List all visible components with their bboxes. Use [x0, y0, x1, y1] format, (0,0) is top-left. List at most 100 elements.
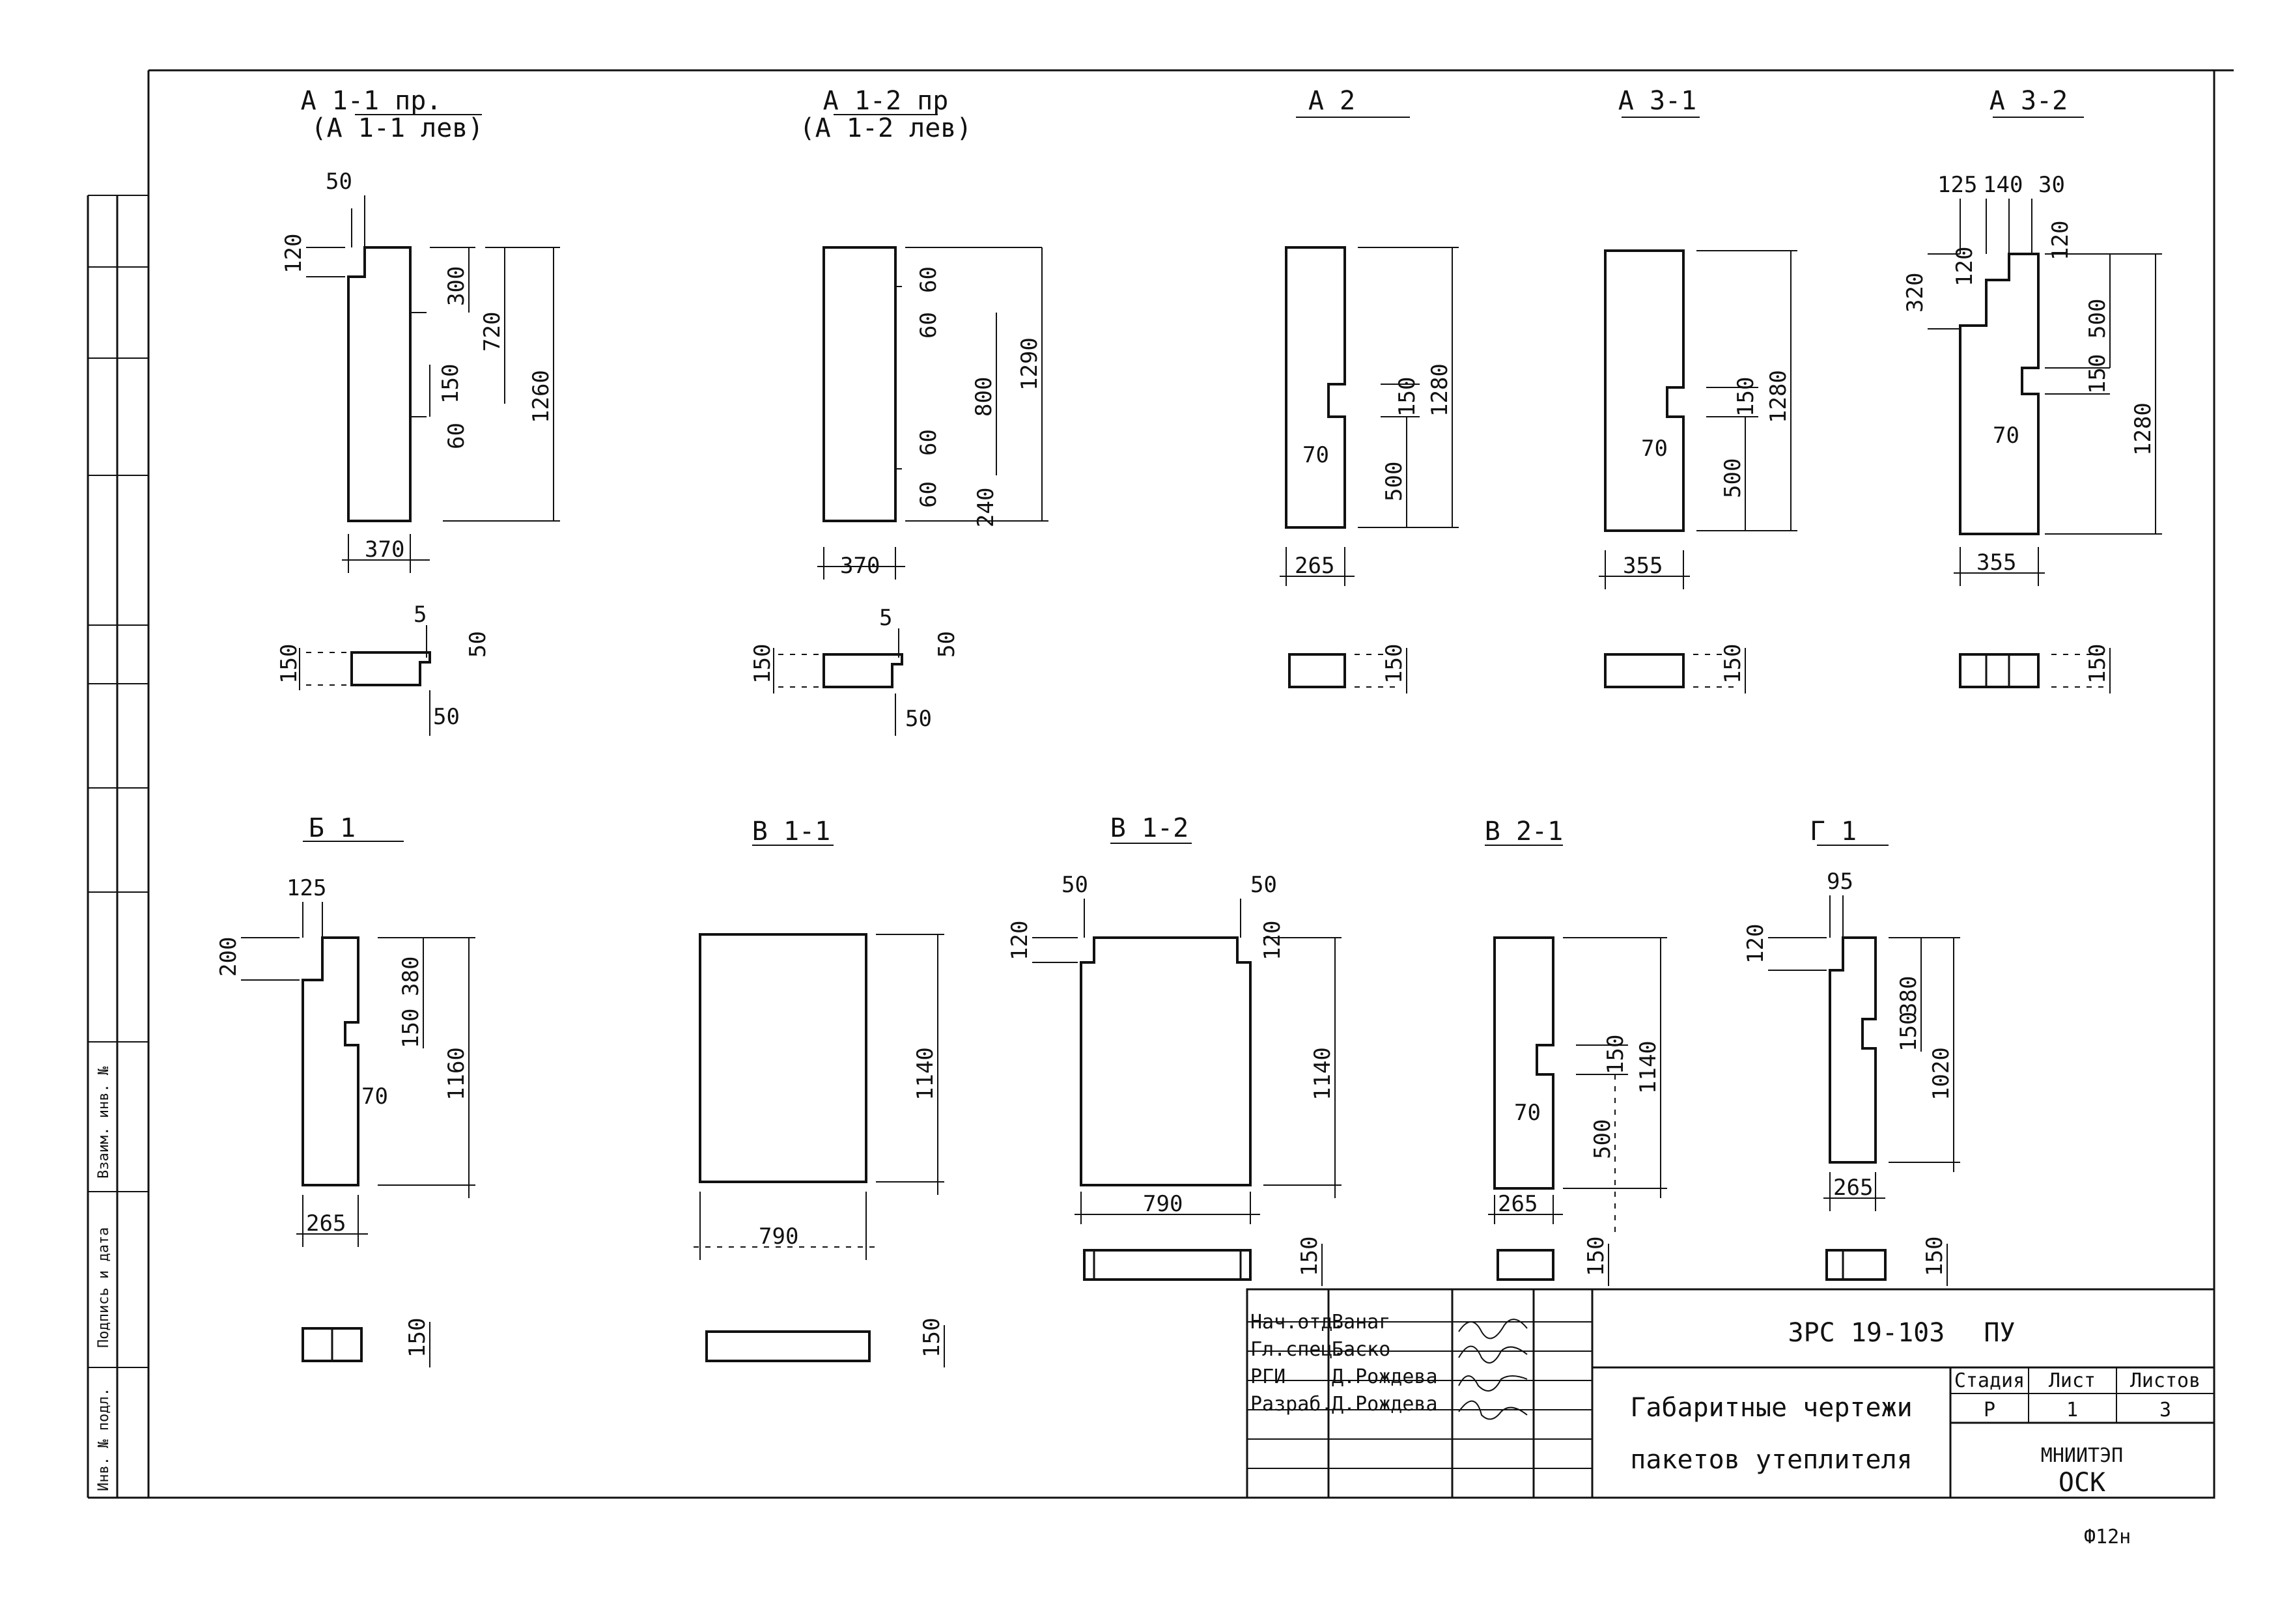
dim-a2-150: 150 [1394, 377, 1420, 417]
section-a3-1 [1604, 653, 1685, 688]
title-a3-1: А 3-1 [1618, 86, 1696, 116]
dim-a1-2-60c: 60 [916, 429, 942, 456]
tb-sheets: 3 [2159, 1399, 2171, 1421]
tb-name-3: Д.Рождева [1332, 1393, 1438, 1416]
section-g1 [1825, 1249, 1887, 1281]
dim-g1-95: 95 [1827, 869, 1853, 895]
dim-a3-2-320: 320 [1902, 273, 1928, 313]
section-a1-1 [350, 651, 431, 686]
dim-a1-1-50: 50 [326, 169, 352, 195]
drawing-a2: А 2 70 1280 150 500 265 150 [1280, 86, 1459, 693]
panel-v1-1 [699, 933, 867, 1183]
drawing-v1-2: В 1-2 50 50 120 120 1140 790 150 [1007, 813, 1342, 1286]
dim-a3-2-1280: 1280 [2130, 402, 2156, 456]
tb-stage-label: Стадия [1954, 1369, 2025, 1392]
section-a1-2 [822, 653, 903, 688]
title-b1: Б 1 [309, 813, 356, 843]
dim-a3-1-1280: 1280 [1765, 370, 1792, 423]
dim-v1-2-50a: 50 [1061, 872, 1088, 898]
dim-a1-1-150: 150 [438, 364, 464, 404]
dim-g1-1020: 1020 [1928, 1047, 1954, 1100]
dim-a3-1-500: 500 [1720, 458, 1746, 498]
tb-name-0: Ванаг [1332, 1311, 1390, 1334]
section-a1-1-50b: 50 [433, 704, 460, 730]
title-a2: А 2 [1308, 86, 1355, 116]
section-a1-2-50b: 50 [905, 706, 932, 732]
dim-v1-2-w: 790 [1143, 1191, 1183, 1217]
tb-sheet: 1 [2066, 1399, 2078, 1421]
section-a1-1-50: 50 [465, 631, 491, 658]
dim-v1-2-120a: 120 [1007, 921, 1033, 960]
section-a3-2 [1959, 653, 2040, 688]
title-v1-1: В 1-1 [752, 817, 830, 847]
tb-name-2: Д.Рождева [1332, 1365, 1438, 1388]
subtitle-a1-2: (А 1-2 лев) [800, 113, 972, 143]
dim-a3-2-500: 500 [2085, 299, 2111, 339]
dim-v2-1-70: 70 [1514, 1100, 1541, 1126]
dim-a1-2-w: 370 [840, 553, 880, 579]
dim-b1-380: 380 [398, 957, 424, 996]
side-podpis-data: Подпись и дата [96, 1227, 112, 1348]
section-v1-1 [705, 1330, 871, 1362]
dim-g1-380: 380 [1896, 976, 1922, 1016]
tb-role-1: Гл.спец. [1250, 1338, 1345, 1361]
drawing-a1-2: А 1-2 пр (А 1-2 лев) 1290 800 60 60 60 6… [750, 86, 1048, 736]
dim-v1-2-1140: 1140 [1310, 1047, 1336, 1100]
panel-a3-1 [1604, 249, 1685, 532]
section-v2-1 [1497, 1249, 1554, 1281]
dim-v1-1-1140: 1140 [912, 1047, 938, 1100]
title-g1: Г 1 [1810, 817, 1857, 847]
section-b1 [302, 1327, 363, 1362]
dim-v1-2-120b: 120 [1259, 921, 1286, 960]
dim-a3-1-150: 150 [1733, 377, 1759, 417]
drawing-v1-1: В 1-1 1140 790 150 [694, 817, 945, 1367]
dim-v2-1-1140: 1140 [1635, 1041, 1661, 1094]
title-v1-2: В 1-2 [1110, 813, 1188, 843]
title-a3-2: А 3-2 [1989, 86, 2068, 116]
dim-a2-1280: 1280 [1427, 363, 1453, 417]
dim-g1-120: 120 [1743, 924, 1769, 964]
dim-v2-1-w: 265 [1498, 1191, 1538, 1217]
dim-a1-1-w: 370 [365, 537, 404, 563]
panel-v2-1 [1493, 936, 1554, 1190]
dim-a3-2-125: 125 [1937, 172, 1977, 198]
dim-a1-2-800: 800 [971, 377, 997, 417]
section-v2-1-150: 150 [1583, 1237, 1609, 1276]
dim-a3-2-120a: 120 [1952, 247, 1978, 287]
dim-b1-70: 70 [361, 1084, 388, 1110]
panel-a2 [1285, 246, 1346, 529]
section-a2-150: 150 [1381, 644, 1407, 684]
tb-stage: Р [1984, 1399, 1995, 1421]
title-block: Нач.отд. Гл.спец. РГИ Разраб. Ванаг Баск… [1246, 1288, 2215, 1499]
dim-b1-200: 200 [216, 937, 242, 977]
dim-a1-1-60: 60 [443, 423, 470, 449]
dim-a3-2-70: 70 [1993, 423, 2019, 449]
drawing-v2-1: В 2-1 70 1140 150 500 265 150 [1485, 817, 1667, 1286]
drawing-b1: Б 1 125 200 70 1160 380 150 265 150 [216, 813, 475, 1367]
section-a1-2-50: 50 [934, 631, 960, 658]
drawing-a3-2: А 3-2 125 140 30 70 320 120 120 1280 500… [1902, 86, 2162, 693]
dim-v1-1-w: 790 [759, 1224, 798, 1250]
subtitle-a1-1: (А 1-1 лев) [311, 113, 484, 143]
title-v2-1: В 2-1 [1485, 817, 1563, 847]
tb-org-line1: МНИИТЭП [2041, 1444, 2123, 1467]
dim-b1-150: 150 [398, 1009, 424, 1048]
tb-title-line2: пакетов утеплителя [1630, 1445, 1912, 1475]
panel-g1 [1829, 936, 1877, 1164]
section-a1-2-150: 150 [750, 644, 776, 684]
section-a1-1-150: 150 [276, 644, 302, 684]
dim-a3-1-70: 70 [1641, 436, 1668, 462]
section-a1-1-5: 5 [414, 602, 427, 628]
dim-a3-2-30: 30 [2038, 172, 2065, 198]
panel-b1 [302, 936, 359, 1186]
dim-a3-2-w: 355 [1976, 550, 2016, 576]
dim-v2-1-150: 150 [1603, 1035, 1629, 1074]
dim-a3-1-w: 355 [1623, 553, 1663, 579]
dim-a1-2-240: 240 [973, 488, 999, 527]
dim-a1-1-720: 720 [479, 312, 505, 352]
tb-title-line1: Габаритные чертежи [1630, 1393, 1912, 1423]
drawing-g1: Г 1 95 120 1020 380 150 265 150 [1743, 817, 1960, 1286]
section-v1-2 [1083, 1249, 1252, 1281]
